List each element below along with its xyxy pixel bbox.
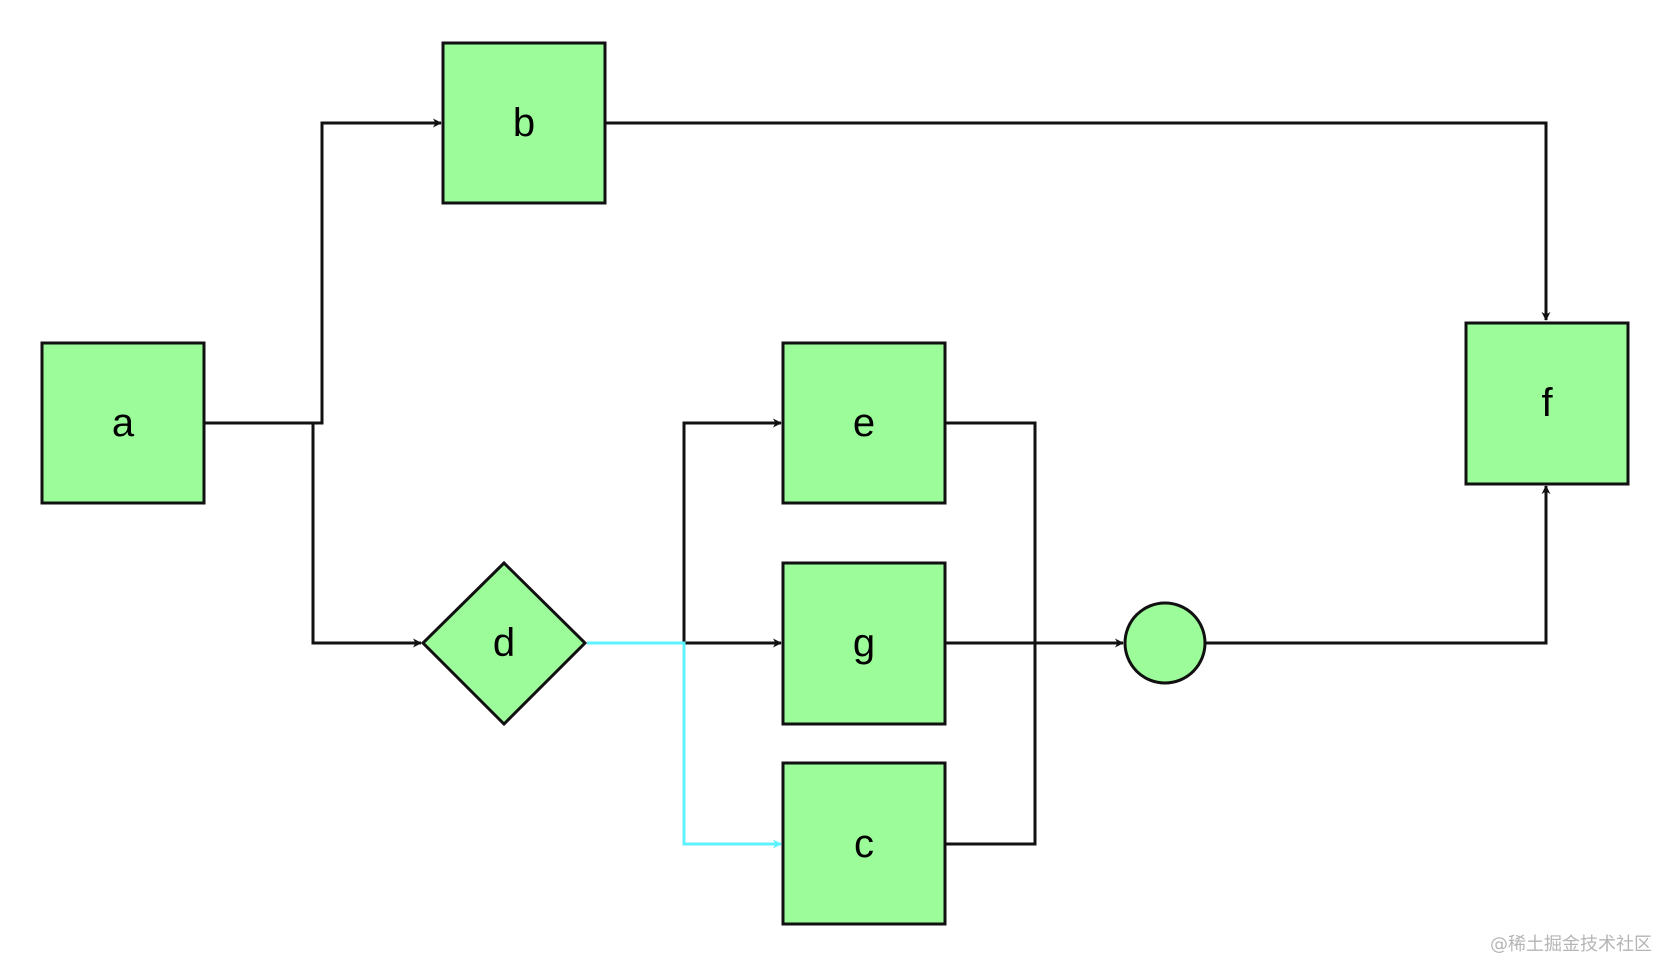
node-e-label: e [853,401,875,445]
edge-a-to-d [311,423,422,648]
node-e: e [781,341,947,505]
edges [204,118,1551,849]
node-d: d [420,560,588,727]
node-f-label: f [1541,381,1553,425]
merge-node [1123,601,1207,685]
node-a-box [40,341,206,505]
node-d-diamond [420,560,588,727]
node-f-box [1464,321,1630,486]
node-b-box [441,41,607,205]
node-f: f [1464,321,1630,486]
node-g-box [781,561,947,726]
node-g-label: g [853,621,875,665]
node-e-box [781,341,947,505]
edge-a-to-b [204,118,442,425]
edge-d-to-e [682,418,782,643]
edge-c-to-merge [945,643,1037,846]
edge-merge-to-f [1205,485,1551,645]
node-a-label: a [112,401,135,445]
node-b: b [441,41,607,205]
node-a: a [40,341,206,505]
node-c-box [781,761,947,926]
edge-d-to-c [587,641,782,849]
edge-e-to-merge [945,421,1037,643]
edge-b-to-f [605,121,1551,321]
node-b-label: b [513,101,535,145]
node-c-label: c [854,822,874,866]
node-c: c [781,761,947,926]
merge-circle [1123,601,1207,685]
watermark: @稀土掘金技术社区 [1490,934,1652,955]
node-g: g [781,561,947,726]
node-d-label: d [493,621,515,665]
